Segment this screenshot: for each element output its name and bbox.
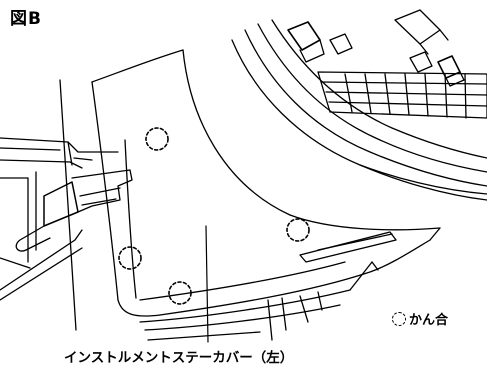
legend-text: かん合 <box>409 313 449 328</box>
switch-panel <box>287 9 487 119</box>
clip-point <box>145 127 169 151</box>
cover-panel-outline <box>91 49 441 317</box>
part-caption: インストルメントステーカバー（左） <box>64 350 294 366</box>
clip-point <box>118 246 142 270</box>
caption-leader-line <box>205 225 209 343</box>
clip-point <box>286 218 310 242</box>
legend: かん合 <box>392 309 448 329</box>
figure-label: 図B <box>10 9 42 29</box>
left-pillar-area <box>0 79 133 331</box>
dashed-circle-icon <box>392 312 406 326</box>
clip-points <box>118 127 310 305</box>
lower-trim <box>139 231 397 341</box>
clip-point <box>168 281 192 305</box>
dashboard-upper-body <box>231 19 487 201</box>
